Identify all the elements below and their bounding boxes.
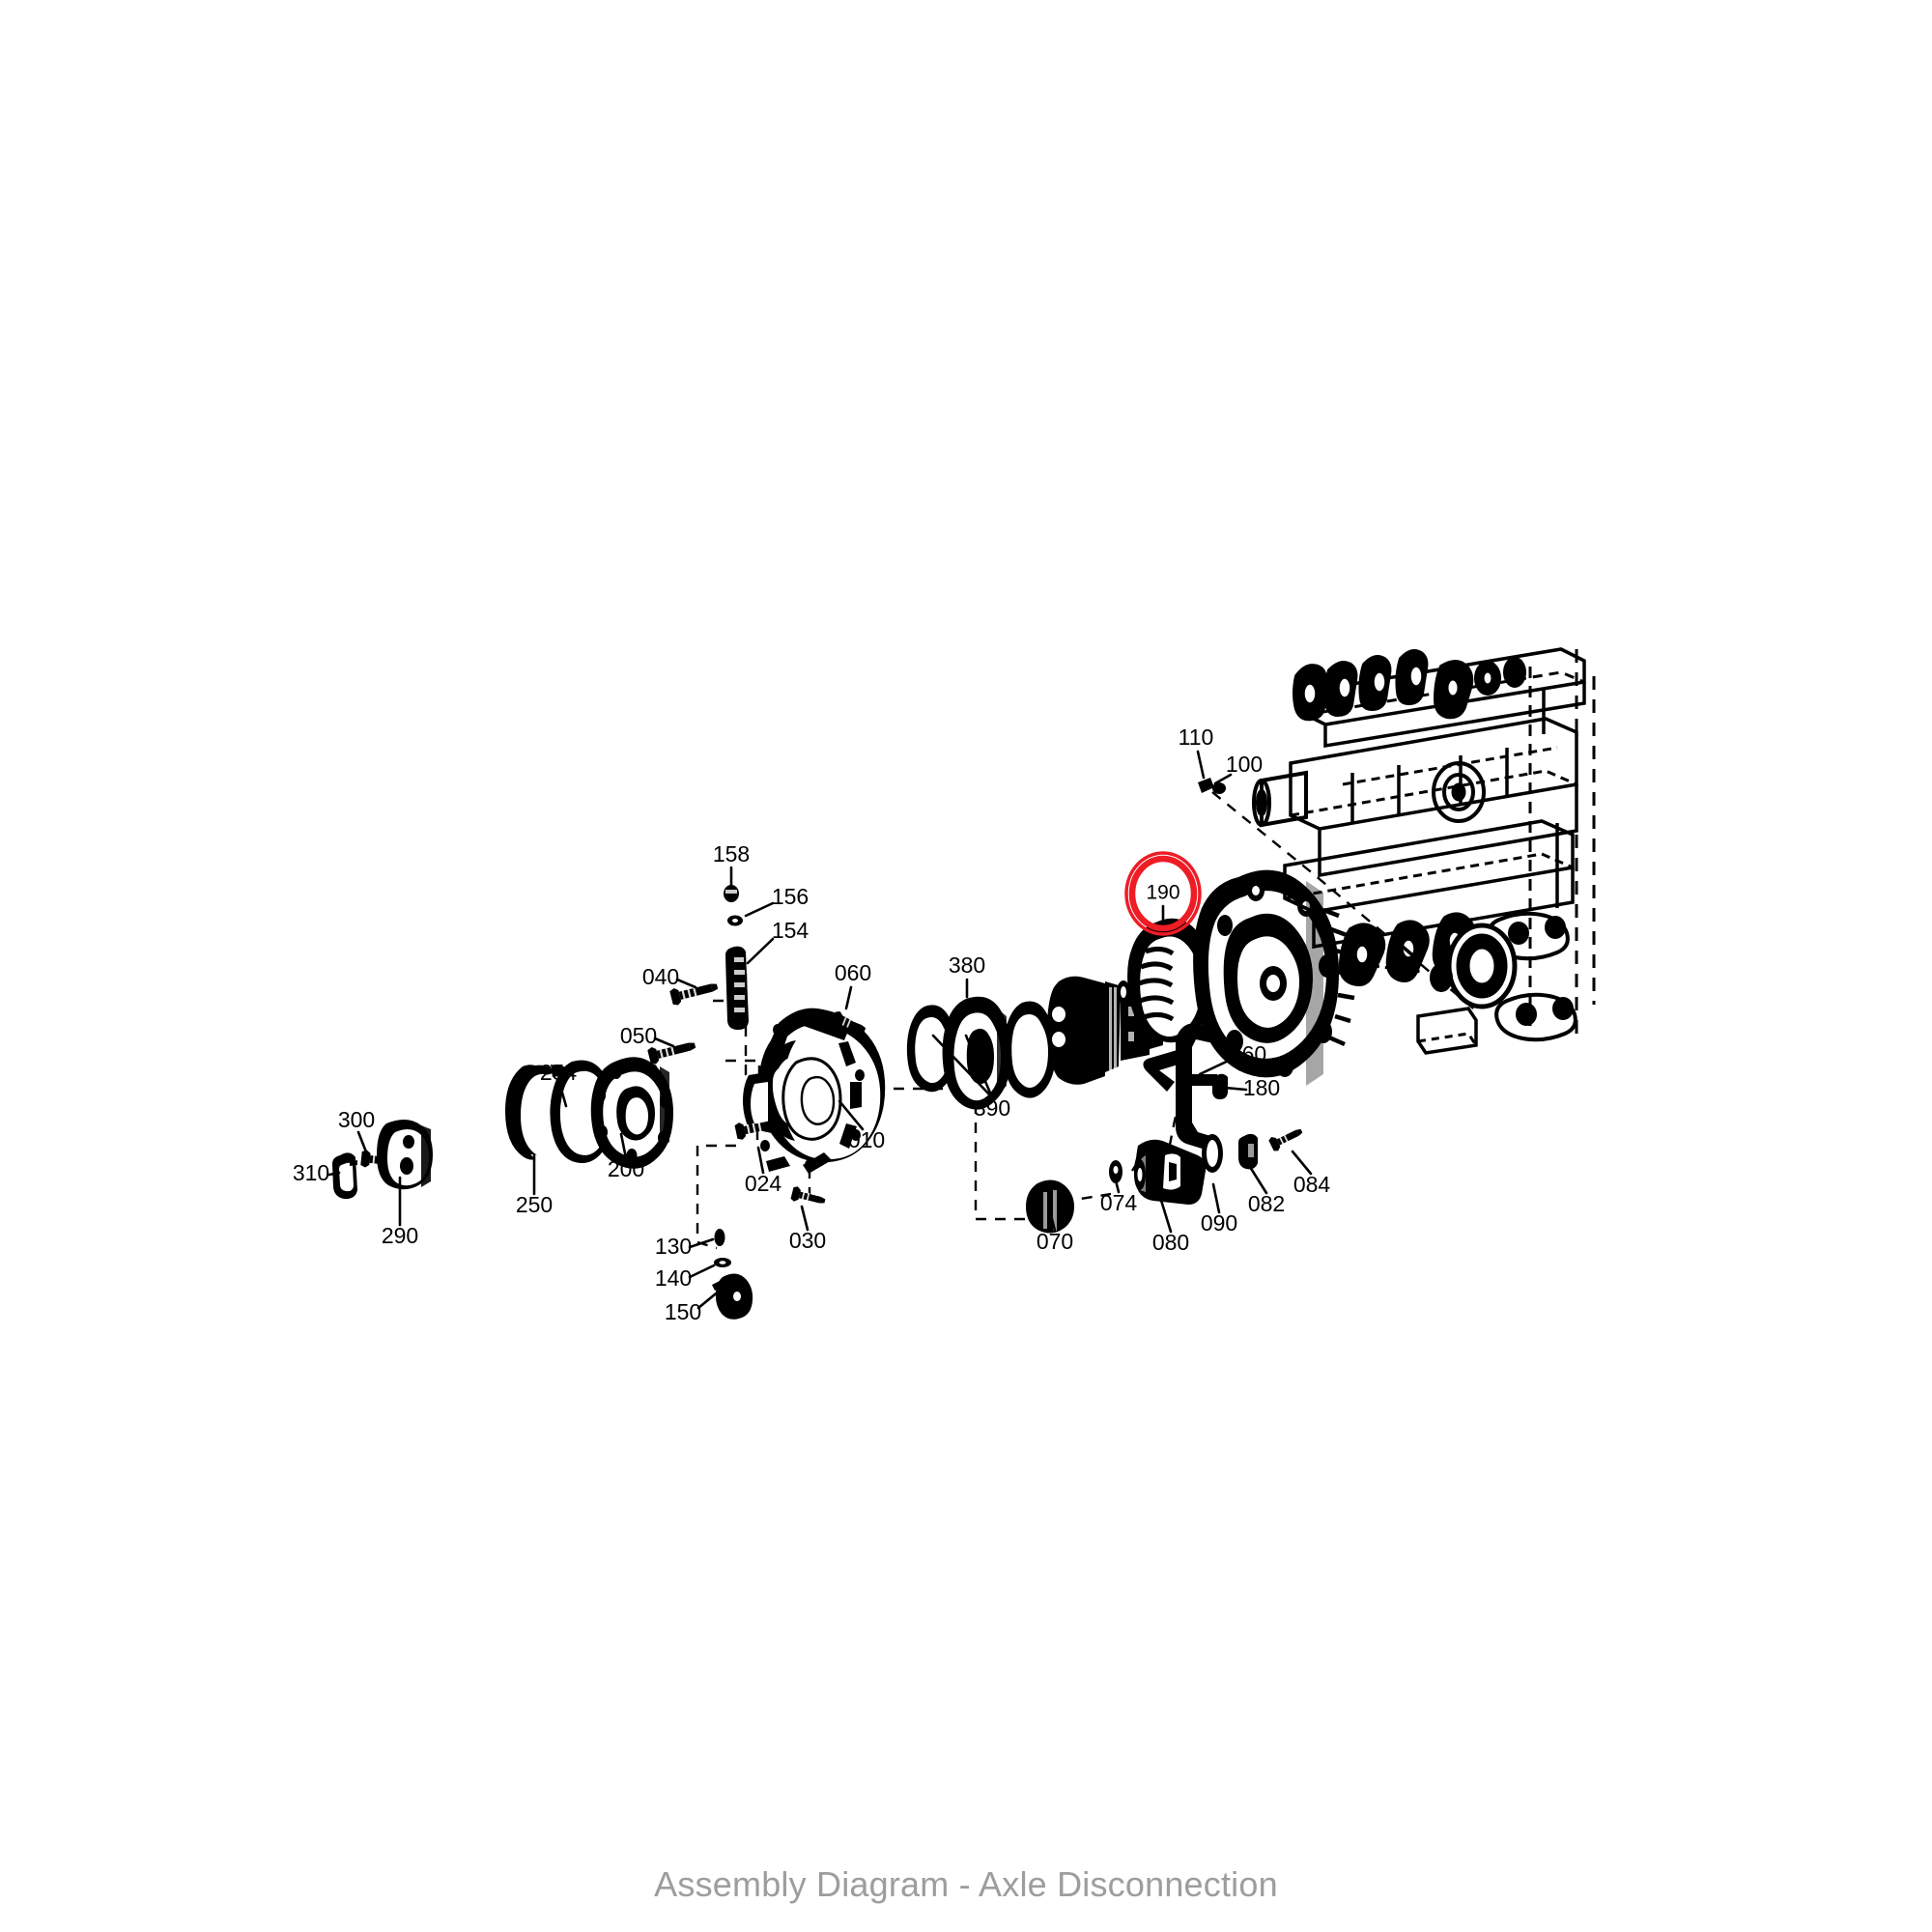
part-380-seal-carrier <box>942 996 1011 1110</box>
callout-110: 110 <box>1179 724 1214 750</box>
callout-labels: 310 300 290 250 254 200 050 040 158 156 … <box>293 724 1331 1324</box>
callout-150: 150 <box>665 1299 701 1324</box>
part-080-piston <box>1134 1139 1207 1205</box>
callout-024: 024 <box>745 1171 782 1196</box>
part-310-clip <box>332 1152 357 1200</box>
part-154-spring <box>725 946 749 1030</box>
diagram-linework: 310 300 290 250 254 200 050 040 158 156 … <box>293 647 1596 1324</box>
callout-200: 200 <box>608 1156 644 1181</box>
callout-040: 040 <box>642 964 679 989</box>
part-074-ball <box>1109 1160 1122 1183</box>
part-250-snap-ring <box>505 1065 566 1160</box>
part-390-o-ring-inner <box>1003 1001 1056 1098</box>
callout-254: 254 <box>540 1060 578 1085</box>
callout-010: 010 <box>848 1127 885 1152</box>
differential-carrier <box>1193 869 1355 1086</box>
callout-080: 080 <box>1152 1230 1189 1255</box>
part-160-shift-fork <box>1143 1023 1219 1151</box>
shaft-assembly <box>1047 976 1163 1085</box>
part-090-o-ring <box>1202 1134 1223 1173</box>
callout-380: 380 <box>949 952 985 978</box>
annotation-highlight-ring <box>1124 851 1202 936</box>
callout-090: 090 <box>1201 1210 1237 1236</box>
callout-084: 084 <box>1293 1172 1331 1197</box>
part-156-washer <box>727 915 743 926</box>
callout-180: 180 <box>1243 1075 1280 1100</box>
callout-130: 130 <box>655 1234 692 1259</box>
callout-158: 158 <box>713 841 750 867</box>
annotation-ring-outer <box>1124 851 1202 936</box>
callout-082: 082 <box>1248 1191 1285 1216</box>
callout-030: 030 <box>789 1228 826 1253</box>
part-140-washer <box>714 1258 731 1267</box>
callout-160: 160 <box>1230 1041 1266 1066</box>
callout-070: 070 <box>1037 1229 1073 1254</box>
part-180-pin <box>1212 1073 1228 1099</box>
callout-156: 156 <box>772 884 809 909</box>
part-110-bolt <box>1198 778 1214 793</box>
annotation-ring-inner <box>1128 855 1198 932</box>
callout-050: 050 <box>620 1023 657 1048</box>
part-084-bolt <box>1267 1123 1305 1153</box>
callout-300: 300 <box>338 1107 375 1132</box>
part-290-cover-plate <box>377 1119 433 1190</box>
part-082-washer <box>1238 1133 1258 1170</box>
callout-154: 154 <box>772 918 810 943</box>
callout-060: 060 <box>835 960 871 985</box>
part-100-washer <box>1212 782 1226 794</box>
part-150-detent <box>712 1273 753 1320</box>
callout-190: 190 <box>1146 882 1179 904</box>
callout-leaders <box>327 750 1313 1310</box>
callout-250: 250 <box>516 1192 553 1217</box>
callout-140: 140 <box>655 1265 692 1291</box>
part-158-plug <box>724 885 739 902</box>
part-010-housing <box>743 1008 886 1174</box>
callout-100: 100 <box>1226 752 1263 777</box>
part-200-bearing <box>590 1057 673 1169</box>
thrust-ring <box>1117 980 1130 1004</box>
callout-290: 290 <box>382 1223 418 1248</box>
diagram-caption: Assembly Diagram - Axle Disconnection <box>654 1864 1278 1904</box>
engine-block-illustration <box>1252 647 1596 1055</box>
callout-310: 310 <box>293 1160 329 1185</box>
part-070-bushing <box>1026 1179 1074 1234</box>
callout-390: 390 <box>974 1095 1010 1121</box>
callout-074: 074 <box>1100 1190 1138 1215</box>
part-130-pin <box>714 1229 725 1246</box>
